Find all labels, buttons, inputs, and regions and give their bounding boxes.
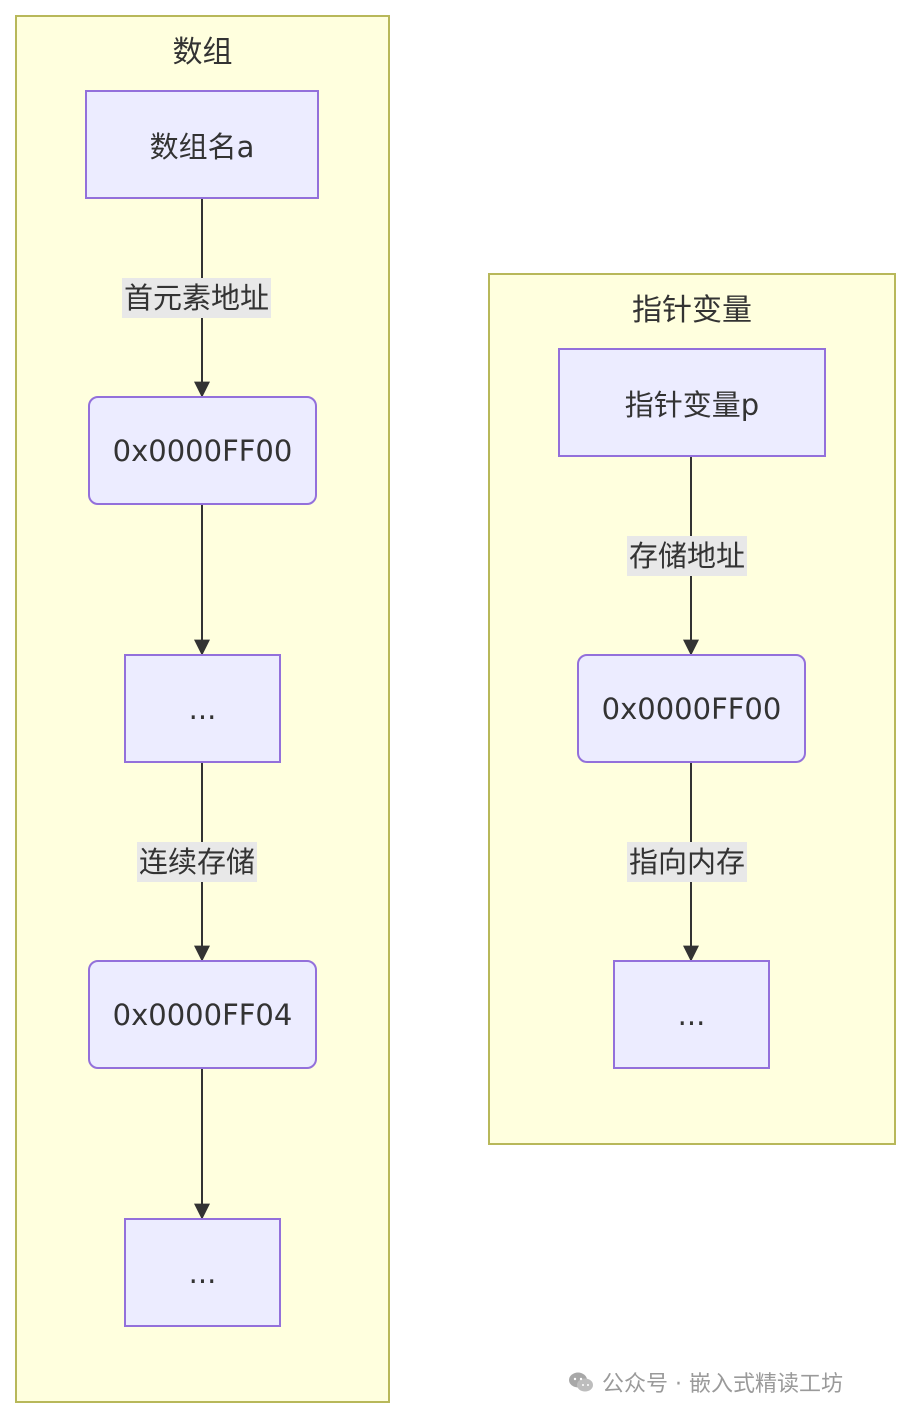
- edge-label-store-address: 存储地址: [627, 536, 748, 576]
- pointer-variable-node: 指针变量p: [558, 348, 826, 457]
- wechat-icon: [569, 1372, 593, 1392]
- ellipsis-node-3: ...: [613, 960, 770, 1069]
- watermark-text: 公众号 · 嵌入式精读工坊: [602, 1372, 843, 1397]
- ellipsis-node-2: ...: [124, 1218, 281, 1327]
- edge-label-contiguous-storage: 连续存储: [137, 842, 258, 882]
- array-cluster-title: 数组: [172, 35, 233, 70]
- watermark: 公众号 · 嵌入式精读工坊: [568, 1366, 843, 1398]
- edge-label-first-element-address: 首元素地址: [122, 278, 272, 318]
- edge-label-point-to-memory: 指向内存: [627, 842, 748, 882]
- ellipsis-node-1: ...: [124, 654, 281, 763]
- pointer-cluster-title: 指针变量: [632, 293, 752, 328]
- array-name-node: 数组名a: [85, 90, 319, 199]
- pointer-address-node: 0x0000FF00: [577, 654, 806, 763]
- address-ff04-node: 0x0000FF04: [88, 960, 317, 1069]
- address-ff00-node: 0x0000FF00: [88, 396, 317, 505]
